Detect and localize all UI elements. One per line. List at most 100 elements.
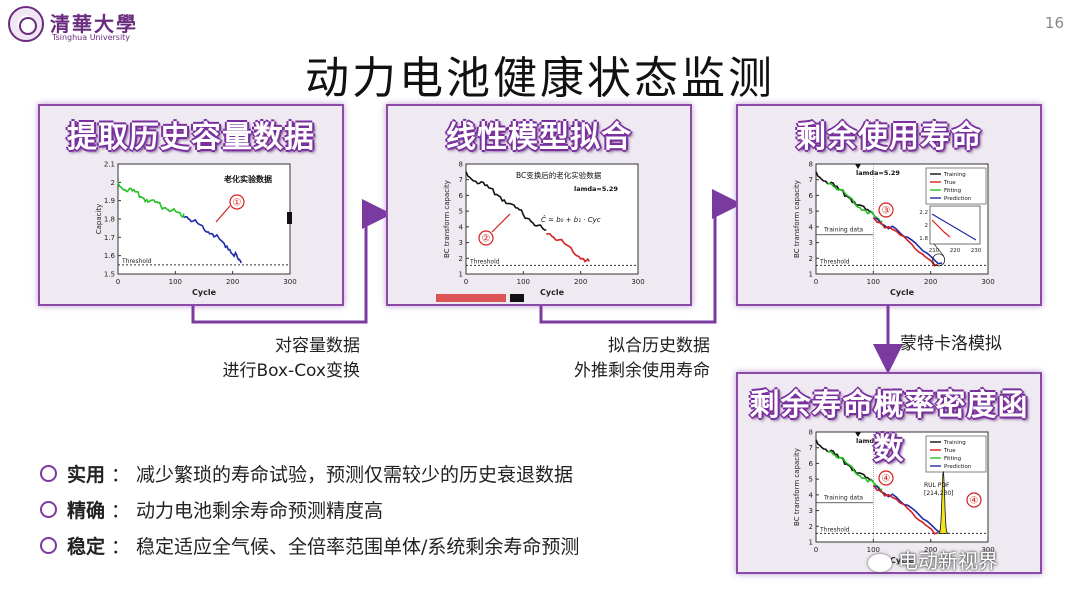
legend-label: Prediction [944,196,972,202]
connector-1-2 [191,199,392,324]
pdf-label: RUL PDF [924,482,950,489]
annotation-label: lamda=5.29 [856,437,900,445]
y-tick-label: 2 [809,523,813,531]
university-seal-icon [8,6,44,42]
y-axis-label: BC transform capacity [793,448,801,526]
data-series-line [827,182,883,226]
logo-english: Tsinghua University [52,33,131,42]
bullet-key: 稳定 [67,535,106,558]
y-tick-label: 1.9 [104,197,115,205]
data-series-line [465,171,547,231]
data-series-line [183,216,243,264]
footer-mark [436,294,506,302]
threshold-label: Threshold [819,526,850,533]
inset-true-line [931,219,951,238]
x-tick-label: 0 [116,278,120,286]
step-marker-circle [229,194,245,210]
wechat-icon [868,553,892,572]
list-item: 实用 ： 减少繁琐的寿命试验，预测仅需较少的历史衰退数据 [40,455,579,491]
x-tick-label: 300 [981,546,994,554]
annotation-label: lamda=5.29 [856,169,900,177]
inset-x-tick-label: 230 [971,248,982,254]
y-axis-label: Capacity [95,204,103,235]
y-tick-label: 1.5 [104,271,115,279]
x-tick-label: 0 [464,278,468,286]
list-item: 精确 ： 动力电池剩余寿命预测精度高 [40,491,579,527]
y-tick-label: 1.6 [104,252,116,260]
x-tick-label: 200 [924,546,937,554]
inset-y-tick-label: 2 [925,223,929,229]
y-tick-label: 1 [809,271,813,279]
caption-step1: 对容量数据 进行Box-Cox变换 [160,334,360,384]
inset-x-tick-label: 210 [929,248,940,254]
x-tick-label: 300 [981,278,994,286]
y-tick-label: 2 [809,255,813,263]
x-tick-label: 200 [574,278,587,286]
x-tick-label: 200 [924,278,937,286]
legend-label: Prediction [944,464,972,470]
caption-step2: 拟合历史数据 外推剩余使用寿命 [510,334,710,384]
legend-label: True [943,448,956,454]
panel-title: 线性模型拟合 [446,120,632,155]
legend-label: True [943,180,956,186]
x-tick-label: 100 [867,546,880,554]
y-tick-label: 1 [809,539,813,547]
step-marker-circle [878,470,894,486]
y-tick-label: 6 [809,460,814,468]
bullet-key: 精确 [67,499,106,522]
legend-label: Fitting [944,456,961,462]
bullet-separator: ： [111,499,131,522]
connector-2-3 [539,189,742,324]
threshold-label: Threshold [121,258,152,265]
y-tick-label: 1.7 [104,234,115,242]
caption-step1-line1: 对容量数据 [275,336,360,356]
y-tick-label: 3 [809,239,813,247]
y-tick-label: 1.8 [104,216,115,224]
bullet-separator: ： [111,463,131,486]
panel-title: 剩余使用寿命 [796,120,982,155]
caption-step2-line1: 拟合历史数据 [608,336,710,356]
step-marker: ④ [882,474,891,485]
y-tick-label: 2.1 [104,161,115,169]
watermark-text: 电动新视界 [898,549,998,573]
y-tick-label: 7 [809,176,813,184]
bullet-circle-icon [40,464,57,482]
x-axis-label: Cycle [890,556,915,565]
y-tick-label: 4 [809,491,814,499]
y-tick-label: 1 [459,271,463,279]
x-tick-label: 100 [517,278,530,286]
x-tick-label: 300 [283,278,296,286]
logo-chinese: 清華大學 [50,12,138,36]
chart-title: BC变换后的老化实验数据 [516,170,602,180]
data-series-line [815,439,874,483]
data-series-line [546,232,590,263]
step-marker-circle [478,230,494,246]
threshold-label: Threshold [469,258,500,265]
zoom-circle [932,253,946,267]
step-marker: ① [233,198,242,209]
x-tick-label: 100 [169,278,182,286]
watermark: 电动新视界 [868,545,998,574]
y-tick-label: 8 [809,161,813,169]
inset-prediction-line [931,213,977,241]
tsinghua-logo: 清華大學 Tsinghua University [8,6,158,46]
step-marker: ② [482,234,491,245]
y-tick-label: 8 [809,429,813,437]
zoom-connector [933,243,944,257]
x-tick-label: 0 [814,278,818,286]
caption-step2-line2: 外推剩余使用寿命 [574,361,710,381]
y-tick-label: 4 [809,223,814,231]
marker-pointer [215,205,231,223]
bullet-separator: ： [111,535,131,558]
annotation-label: lamda=5.29 [574,185,618,193]
y-tick-label: 2 [111,179,115,187]
rul-pdf-area [938,471,949,534]
panel-title: 提取历史容量数据 [67,120,315,155]
y-tick-label: 6 [809,192,814,200]
y-tick-label: 6 [459,192,464,200]
